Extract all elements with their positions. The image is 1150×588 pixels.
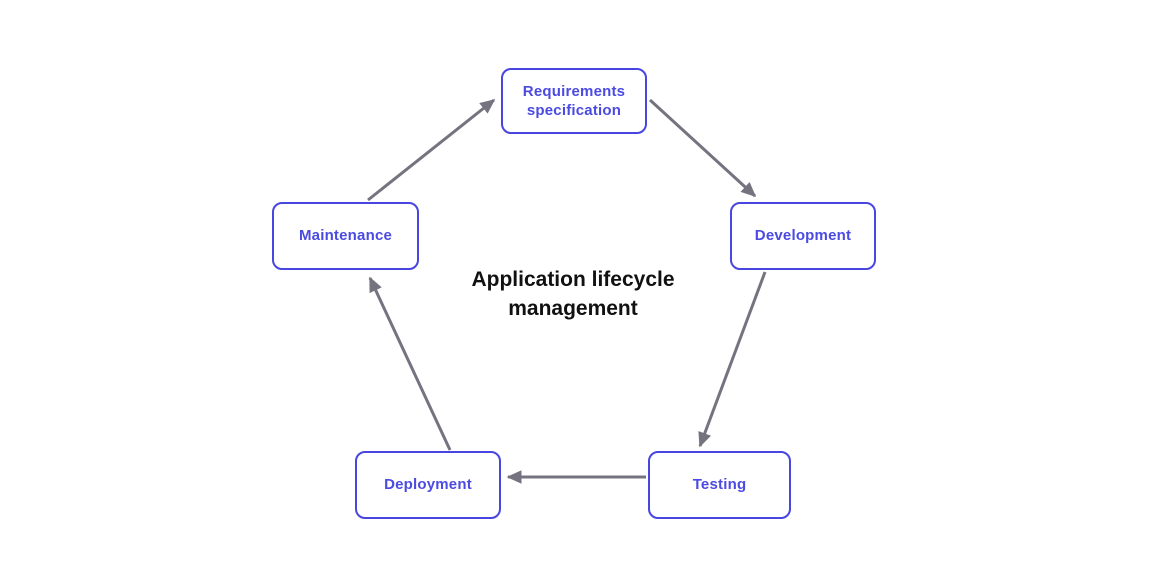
arrow-development-to-testing: [698, 271, 767, 448]
node-maintenance: Maintenance: [272, 202, 419, 270]
arrow-maintenance-to-requirements: [367, 98, 496, 202]
arrow-requirements-to-development: [648, 98, 757, 198]
node-requirements-specification: Requirements specification: [501, 68, 647, 134]
diagram-title-line2: management: [508, 297, 638, 321]
diagram-title-line1: Application lifecycle: [471, 268, 675, 291]
node-deployment: Deployment: [355, 451, 501, 519]
node-testing: Testing: [648, 451, 791, 519]
diagram-title: Application lifecycle management: [413, 265, 733, 324]
arrow-deployment-to-maintenance: [368, 276, 452, 451]
node-development: Development: [730, 202, 876, 270]
